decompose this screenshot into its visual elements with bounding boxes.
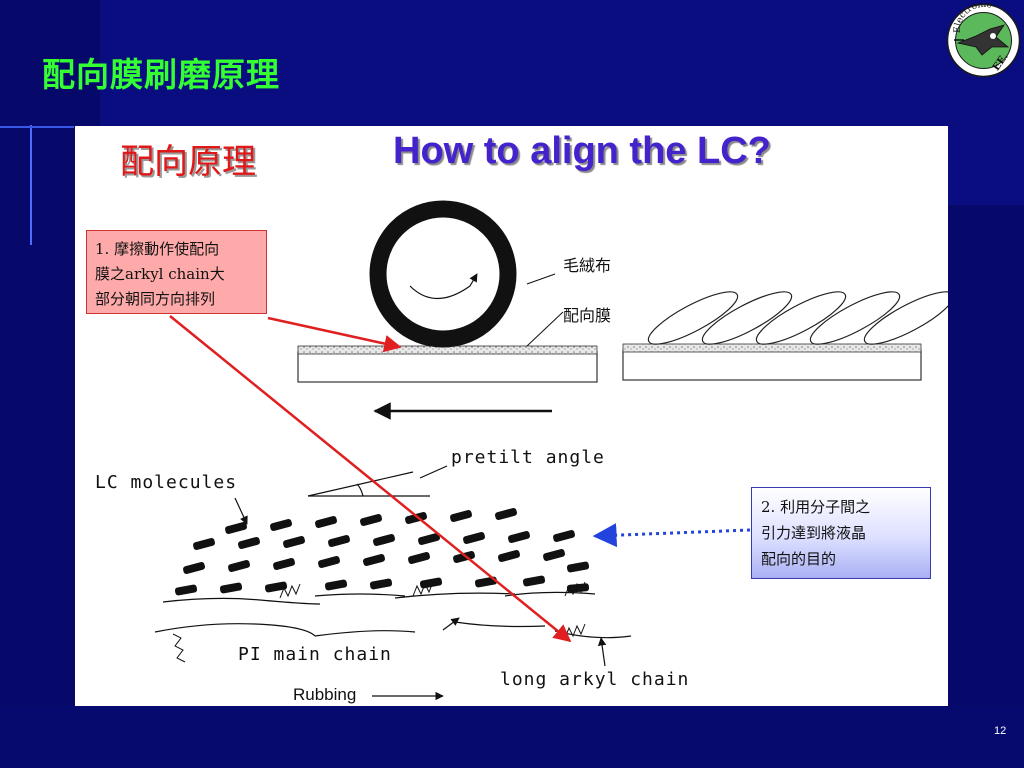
slide-title: 配向膜刷磨原理 [42, 55, 280, 94]
callout1-line: 膜之arkyl chain大 [95, 265, 225, 283]
page-number: 12 [994, 725, 1007, 737]
film-leader-line [526, 311, 564, 347]
arkyl-leader-arrow [597, 637, 607, 667]
figure-heading-english: How to align the LC? [393, 130, 771, 172]
pretilt-angle-indicator [307, 465, 448, 497]
electronic-ee-logo: Electronic EE. [946, 0, 1021, 78]
cloth-leader-line [526, 273, 556, 285]
blue-dotted-arrow [592, 523, 751, 548]
label-long-arkyl-chain: long arkyl chain [500, 669, 690, 690]
alignment-diagram [154, 200, 948, 701]
label-cloth: 毛絨布 [563, 256, 612, 275]
aligned-lc-ellipses [647, 291, 948, 345]
callout-rubbing-effect: 1. 摩擦動作使配向 膜之arkyl chain大 部分朝同方向排列 [86, 230, 267, 314]
red-arrow-to-film [267, 316, 402, 353]
label-lc-molecules: LC molecules [95, 472, 238, 493]
figure-heading-chinese: 配向原理 [120, 142, 256, 182]
label-alignment-film: 配向膜 [563, 306, 612, 325]
callout1-line: 1. 摩擦動作使配向 [95, 240, 220, 258]
left-substrate [297, 345, 598, 383]
decor-horizontal-line [0, 126, 74, 128]
rubbing-roller [369, 200, 517, 348]
label-pretilt-angle: pretilt angle [451, 447, 605, 468]
background-bottom-band [0, 706, 1024, 768]
label-pi-main-chain: PI main chain [238, 644, 392, 665]
label-rubbing: Rubbing [293, 685, 357, 704]
pi-main-chain-lines [154, 591, 632, 639]
callout1-line: 部分朝同方向排列 [95, 290, 216, 308]
decor-vertical-line [30, 125, 32, 245]
callout2-line: 引力達到將液晶 [761, 524, 867, 542]
lc-molecule-rows [174, 507, 590, 596]
callout2-line: 2. 利用分子間之 [761, 498, 871, 516]
logo-emblem-icon: Electronic EE. [946, 0, 1021, 78]
callout2-line: 配向的目的 [761, 550, 837, 568]
pi-leader-arrow [442, 617, 460, 631]
callout-intermolecular-force: 2. 利用分子間之 引力達到將液晶 配向的目的 [751, 487, 931, 579]
alignment-figure-panel: 配向原理 How to align the LC? 毛絨布 配向膜 pretil… [75, 126, 948, 706]
right-substrate [622, 343, 922, 381]
lc-leader-arrow [234, 497, 248, 525]
red-arrow-to-arkyl-chain [169, 315, 572, 643]
background-right-band [948, 205, 1024, 768]
